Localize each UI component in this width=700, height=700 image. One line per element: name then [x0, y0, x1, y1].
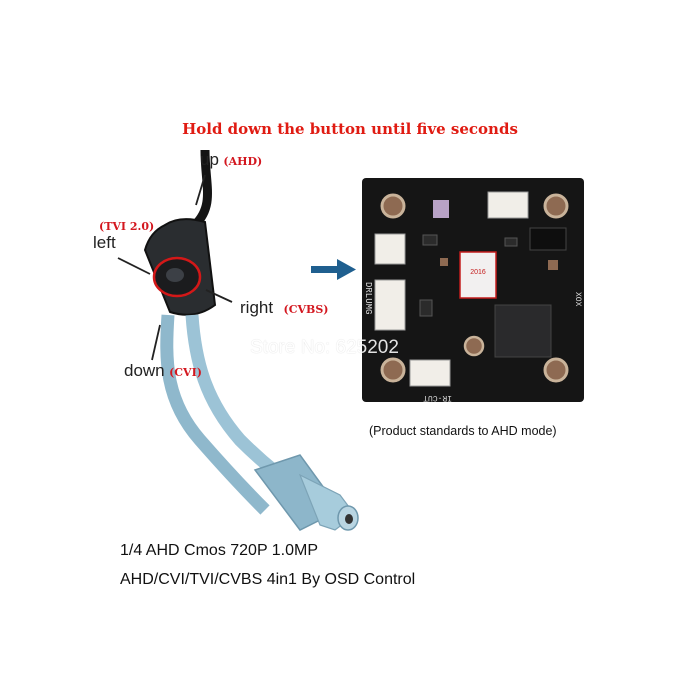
direction-left-label: left: [93, 233, 116, 252]
pointer-up: [195, 174, 206, 206]
store-watermark: Store No: 625202: [250, 337, 399, 358]
instruction-headline: Hold down the button until five seconds: [182, 120, 518, 138]
direction-up: up (AHD): [200, 150, 262, 170]
black-cable-top: [191, 149, 212, 229]
arrow-icon: [311, 259, 356, 280]
bnc-connector: [253, 454, 359, 531]
pointer-right: [205, 289, 233, 303]
pcb-board: 2016 DRLUMG IR-CUT XOX: [362, 178, 584, 402]
direction-down-label: down: [124, 361, 165, 380]
board-label-right: XOX: [573, 292, 582, 307]
direction-right-label: right: [240, 298, 274, 317]
direction-left-mode: (TVI 2.0): [99, 220, 155, 233]
board-caption: (Product standards to AHD mode): [369, 424, 557, 438]
direction-down-mode: (CVI): [169, 366, 202, 379]
board-year-label: 2016: [470, 269, 486, 276]
direction-down: down (CVI): [124, 361, 202, 381]
direction-right-mode: (CVBS): [283, 303, 329, 316]
joystick-knob: [166, 268, 184, 282]
pointer-down: [151, 324, 161, 361]
direction-right: right (CVBS): [240, 298, 328, 318]
blue-cable-1: [160, 314, 270, 515]
spec-line-1: 1/4 AHD Cmos 720P 1.0MP: [120, 542, 319, 559]
spec-line-2: AHD/CVI/TVI/CVBS 4in1 By OSD Control: [120, 571, 416, 588]
board-label-bottom: IR-CUT: [423, 393, 452, 402]
direction-up-mode: (AHD): [223, 155, 263, 168]
pointer-left: [117, 257, 151, 275]
board-label-left: DRLUMG: [363, 282, 373, 314]
direction-up-label: up: [200, 150, 219, 169]
